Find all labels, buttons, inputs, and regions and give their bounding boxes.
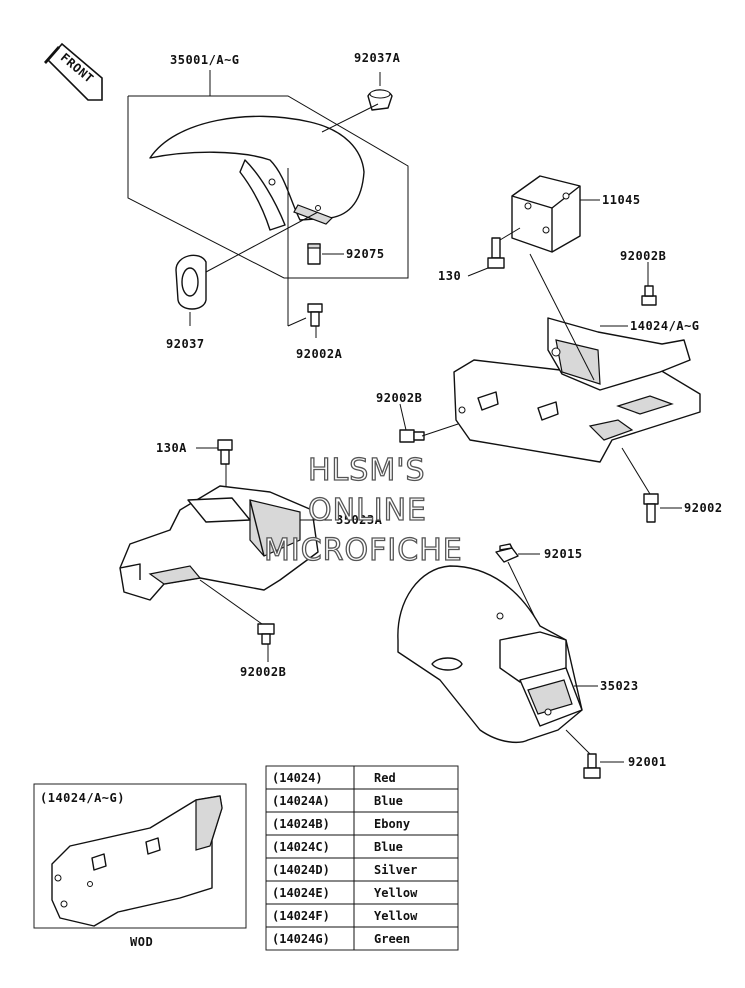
clip-92037a — [367, 89, 393, 111]
callout-14024: 14024/A~G — [630, 319, 700, 333]
bracket-11045 — [511, 175, 581, 253]
inset-box: (14024/A~G) WOD — [33, 783, 247, 949]
callout-92075: 92075 — [346, 247, 385, 261]
table-color-4: Silver — [374, 863, 417, 877]
inset-caption: WOD — [130, 935, 153, 949]
table-code-5: (14024E) — [272, 886, 330, 900]
table-code-1: (14024A) — [272, 794, 330, 808]
callout-35023: 35023 — [600, 679, 639, 693]
front-fender-frame — [127, 95, 409, 279]
inset-title: (14024/A~G) — [40, 791, 125, 805]
color-table: (14024) Red (14024A) Blue (14024B) Ebony… — [265, 765, 459, 951]
callout-92002b-top: 92002B — [620, 249, 666, 263]
table-code-0: (14024) — [272, 771, 323, 785]
callout-92037a: 92037A — [354, 51, 401, 65]
bolt-92002 — [643, 493, 659, 523]
callout-92037: 92037 — [166, 337, 205, 351]
callout-92002a: 92002A — [296, 347, 343, 361]
table-code-7: (14024G) — [272, 932, 330, 946]
table-code-4: (14024D) — [272, 863, 330, 877]
front-fender — [149, 115, 365, 231]
bolt-92002b-low — [257, 623, 275, 645]
bolt-92001 — [583, 753, 601, 779]
nut-92015 — [495, 543, 519, 563]
inner-fender-35023a — [119, 485, 319, 601]
table-color-6: Yellow — [374, 909, 418, 923]
watermark-line2: ONLINE — [308, 493, 427, 528]
callout-92002: 92002 — [684, 501, 723, 515]
bolt-92002a — [307, 303, 323, 327]
table-color-2: Ebony — [374, 817, 410, 831]
table-color-0: Red — [374, 771, 396, 785]
table-code-6: (14024F) — [272, 909, 330, 923]
callout-92002b-mid: 92002B — [376, 391, 422, 405]
callout-130a: 130A — [156, 441, 187, 455]
callout-92015: 92015 — [544, 547, 583, 561]
rear-cowl-14024 — [453, 317, 701, 463]
table-color-5: Yellow — [374, 886, 418, 900]
block-92075 — [307, 243, 321, 265]
callout-92002b-low: 92002B — [240, 665, 286, 679]
bolt-92002b-top — [641, 285, 657, 306]
callout-11045: 11045 — [602, 193, 641, 207]
grommet-92037 — [175, 254, 207, 310]
table-code-2: (14024B) — [272, 817, 330, 831]
table-code-3: (14024C) — [272, 840, 330, 854]
table-color-7: Green — [374, 932, 410, 946]
bolt-130 — [487, 237, 505, 269]
callout-35023a: 35023A — [336, 513, 383, 527]
callout-130: 130 — [438, 269, 461, 283]
bolt-92002b-mid — [399, 429, 425, 443]
callout-92001: 92001 — [628, 755, 667, 769]
bolt-130a — [217, 439, 233, 465]
table-color-3: Blue — [374, 840, 403, 854]
callout-35001: 35001/A~G — [170, 53, 240, 67]
table-color-1: Blue — [374, 794, 403, 808]
watermark-line1: HLSM'S — [308, 453, 426, 488]
watermark: HLSM'S ONLINE MICROFICHE — [263, 452, 463, 568]
front-arrow-icon: FRONT — [44, 42, 103, 101]
rear-fender-35023 — [397, 565, 583, 743]
watermark-line3: MICROFICHE — [264, 533, 463, 568]
